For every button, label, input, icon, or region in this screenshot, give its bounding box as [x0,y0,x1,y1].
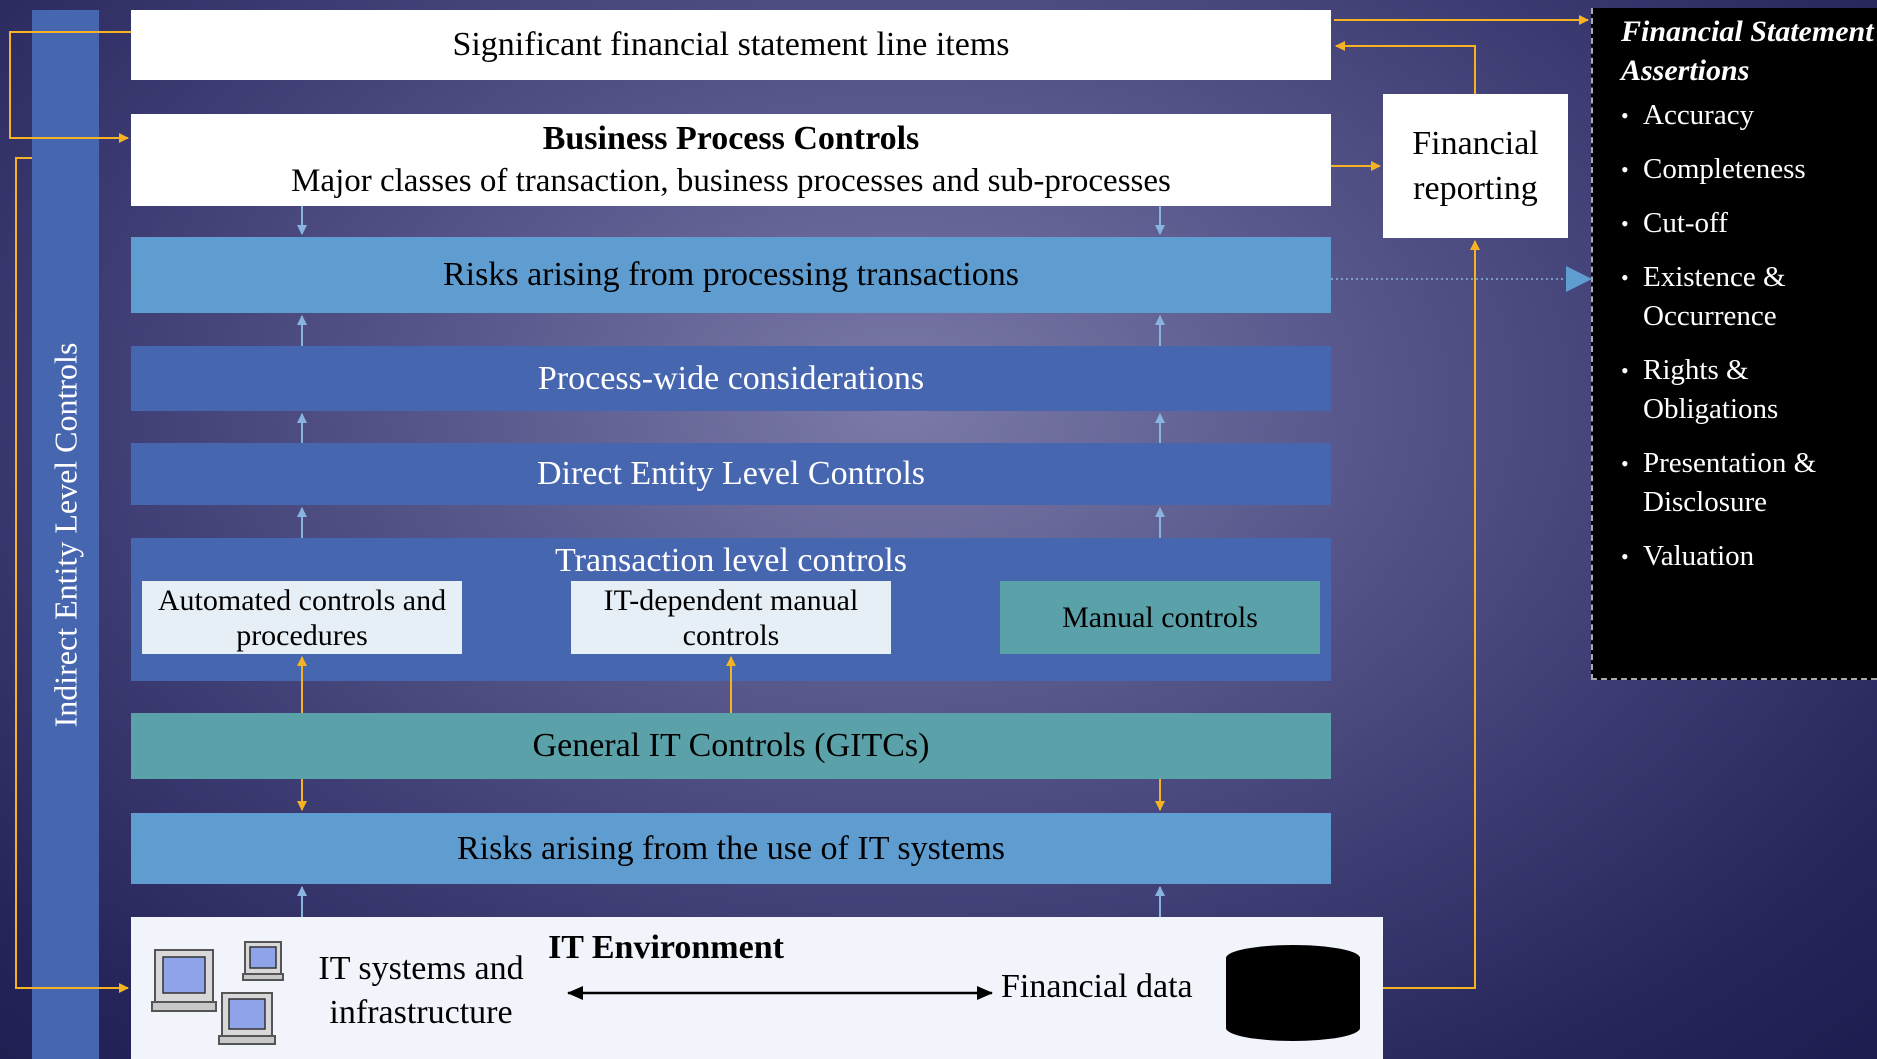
assertion-item: Valuation [1621,537,1877,576]
assertion-item: Accuracy [1621,96,1877,135]
risks-it-label: Risks arising from the use of IT systems [456,829,1006,867]
process-wide-label: Process-wide considerations [537,359,925,397]
bpc-title: Business Process Controls [542,120,920,157]
process-wide-box: Process-wide considerations [131,346,1331,411]
arrowhead-icon [1566,266,1592,292]
database-icon [1226,945,1360,1041]
computer-icon [151,949,217,1012]
blue-connectors [297,206,1165,917]
automated-controls-box: Automated controls and procedures [142,581,462,654]
financial-reporting-label: Financial reporting [1412,125,1539,207]
bpc-subtitle: Major classes of transaction, business p… [291,163,1171,199]
manual-controls-label: Manual controls [1062,601,1258,634]
automated-controls-label: Automated controls and procedures [157,583,447,652]
assertions-list: Accuracy Completeness Cut-off Existence … [1621,96,1877,576]
risks-it-box: Risks arising from the use of IT systems [131,813,1331,884]
financial-reporting-box: Financial reporting [1383,94,1568,238]
assertion-item: Completeness [1621,150,1877,189]
it-systems-label: IT systems and infrastructure [318,950,524,1031]
risks-processing-label: Risks arising from processing transactio… [442,256,1020,293]
it-environment-title: IT Environment [548,929,784,966]
gitc-box: General IT Controls (GITCs) [131,713,1331,779]
line-items-label: Significant financial statement line ite… [452,26,1010,63]
business-process-controls-box: Business Process Controls Major classes … [131,114,1331,206]
assertion-item: Presentation & Disclosure [1621,444,1877,522]
it-dependent-label: IT-dependent manual controls [603,583,859,652]
transaction-level-label: Transaction level controls [555,542,907,579]
computer-icon [242,941,284,981]
indirect-entity-level-bar [32,10,99,1059]
direct-elc-label: Direct Entity Level Controls [536,455,926,492]
financial-data-label: Financial data [1001,968,1193,1005]
assertion-item: Cut-off [1621,204,1877,243]
orange-connectors [9,15,1589,993]
assertion-item: Rights & Obligations [1621,351,1877,429]
it-dependent-box: IT-dependent manual controls [571,581,891,654]
line-items-box: Significant financial statement line ite… [131,10,1331,80]
risks-processing-box: Risks arising from processing transactio… [131,237,1331,313]
direct-elc-box: Direct Entity Level Controls [131,443,1331,505]
gitc-label: General IT Controls (GITCs) [532,727,930,764]
computer-icon [218,992,276,1045]
assertion-item: Existence & Occurrence [1621,258,1877,336]
manual-controls-box: Manual controls [1000,581,1320,654]
assertions-title: Financial Statement Assertions [1621,15,1874,87]
assertions-panel: Financial Statement Assertions Accuracy … [1591,8,1877,680]
